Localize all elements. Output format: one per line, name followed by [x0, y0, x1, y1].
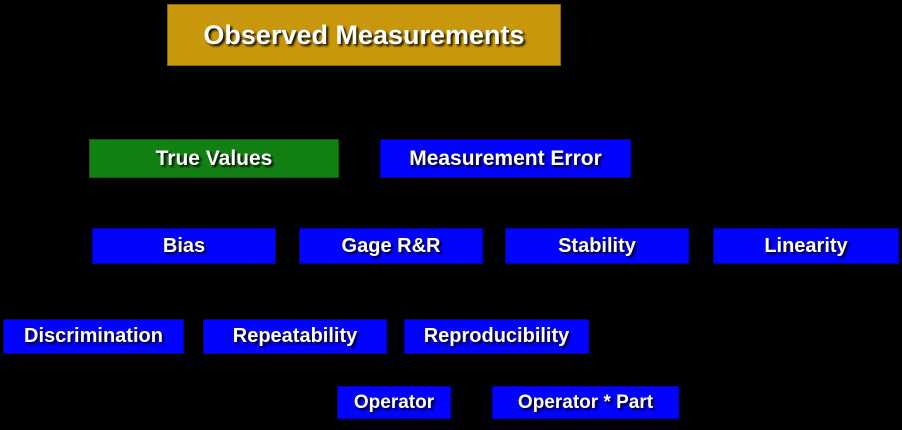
node-repeatability-label: Repeatability [232, 325, 358, 347]
node-bias-label: Bias [162, 234, 206, 257]
node-true-values: True Values [89, 139, 339, 178]
node-operator-part: Operator * Part [492, 386, 679, 419]
node-measurement-error-label: Measurement Error [409, 146, 602, 170]
node-stability: Stability [505, 228, 689, 264]
node-operator-part-label: Operator * Part [517, 391, 654, 413]
node-gage-rr-label: Gage R&R [341, 234, 441, 257]
node-discrimination-label: Discrimination [24, 325, 163, 347]
node-linearity-label: Linearity [764, 234, 848, 257]
node-stability-label: Stability [558, 234, 636, 257]
node-repeatability: Repeatability [203, 319, 387, 354]
node-operator-label: Operator [353, 391, 435, 413]
node-reproducibility-label: Reproducibility [423, 325, 570, 347]
node-bias: Bias [92, 228, 276, 264]
node-gage-rr: Gage R&R [299, 228, 483, 264]
node-observed-measurements-label: Observed Measurements [203, 19, 525, 50]
node-reproducibility: Reproducibility [404, 319, 589, 354]
node-true-values-label: True Values [155, 146, 273, 170]
node-operator: Operator [337, 386, 451, 419]
node-linearity: Linearity [713, 228, 899, 264]
node-measurement-error: Measurement Error [380, 139, 631, 178]
node-discrimination: Discrimination [3, 319, 184, 354]
node-observed-measurements: Observed Measurements [167, 4, 561, 66]
